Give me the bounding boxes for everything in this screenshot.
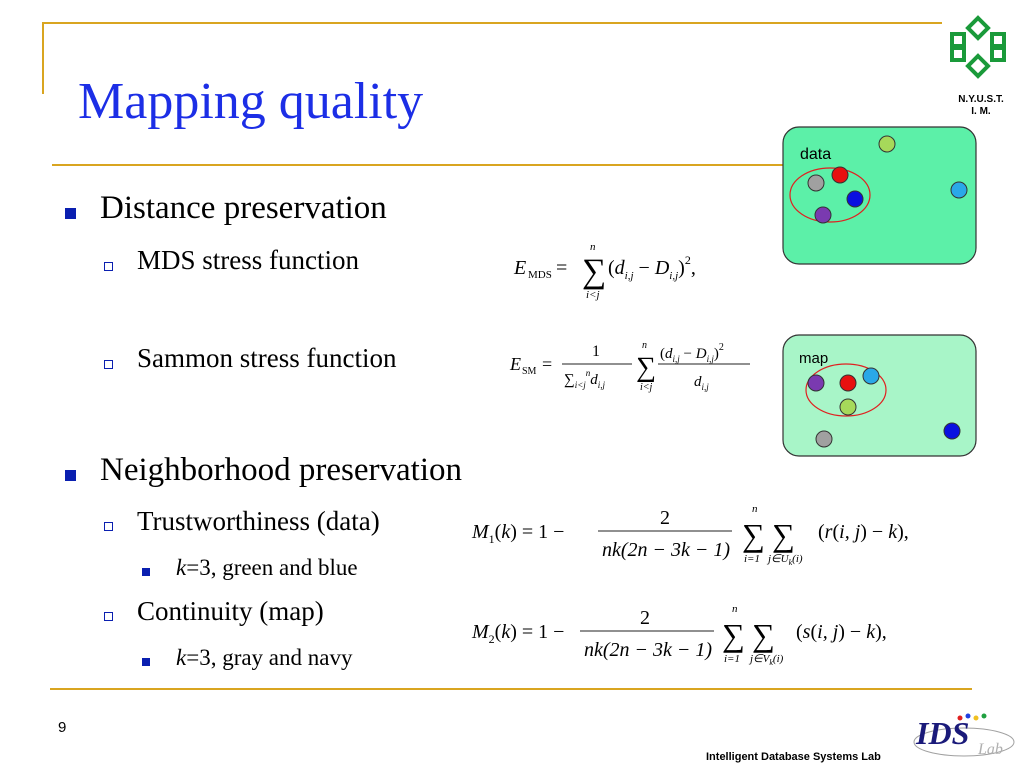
sub-bullet-marker [104,522,113,531]
purple-point [814,206,832,224]
neighborhood-ellipse [805,363,887,417]
bullet-distance-preservation: Distance preservation [100,190,387,226]
svg-text:Lab: Lab [977,741,1003,758]
svg-text:j∈Vk(i): j∈Vk(i) [748,653,784,667]
mds-formula: E MDS = ∑ n i<j (di,j − Di,j)2, [513,241,696,301]
svg-text:n: n [752,503,758,515]
svg-text:M2(k) = 1 −: M2(k) = 1 − [471,621,564,646]
svg-text:SM: SM [522,366,537,377]
blue-point [846,190,864,208]
left-rule [42,22,44,94]
svg-text:∑: ∑ [742,517,765,553]
svg-text:(r(i, j) − k),: (r(i, j) − k), [818,521,909,543]
svg-text:(di,j − Di,j)2: (di,j − Di,j)2 [660,342,724,364]
svg-text:i=1: i=1 [724,653,740,665]
continuity-formula: M2(k) = 1 − 2 nk(2n − 3k − 1) ∑ n i=1 ∑ … [471,603,887,667]
green-point [839,398,857,416]
bullet-mds: MDS stress function [137,245,359,275]
trustworthiness-formula: M1(k) = 1 − 2 nk(2n − 3k − 1) ∑ n i=1 ∑ … [471,503,909,567]
svg-text:i<j: i<j [640,382,653,393]
ids-lab-logo-icon: IDS Lab [913,713,1015,758]
svg-text:n: n [732,603,738,615]
svg-text:∑: ∑ [636,352,656,383]
svg-text:M1(k) = 1 −: M1(k) = 1 − [471,521,564,546]
svg-text:=: = [542,354,552,374]
cyan-point [950,181,968,199]
sammon-formula: E SM = 1 ∑i<jndi,j ∑ n i<j (di,j − Di,j)… [509,340,750,393]
sub-bullet-marker [104,262,113,271]
svg-text:∑: ∑ [772,517,795,553]
neighborhood-ellipse [789,167,871,223]
sub-sub-bullet-marker [142,658,150,666]
svg-text:1: 1 [592,343,600,360]
sub-bullet-marker [104,612,113,621]
data-space-box [782,126,977,265]
bullet-marker [65,208,76,219]
svg-text:∑: ∑ [582,253,606,290]
bullet-k3-gray-navy: k=3, gray and navy [176,645,353,670]
cyan-point [862,367,880,385]
sub-bullet-marker [104,360,113,369]
bullet-k3-green-blue: k=3, green and blue [176,555,358,580]
map-label: map [799,350,828,367]
bullet-continuity: Continuity (map) [137,596,324,626]
svg-text:E: E [509,354,521,374]
svg-text:MDS: MDS [528,269,552,281]
svg-text:i=1: i=1 [744,553,760,565]
svg-text:E: E [513,257,526,279]
svg-text:n: n [642,340,647,351]
green-point [878,135,896,153]
bottom-rule [50,688,972,690]
nyust-logo-text: N.Y.U.S.T. I. M. [958,94,1004,117]
gray-point [815,430,833,448]
bullet-trustworthiness: Trustworthiness (data) [137,506,380,536]
sub-sub-bullet-marker [142,568,150,576]
svg-text:n: n [590,241,596,253]
fraction-numerator: 2 [640,607,650,629]
svg-text:nk(2n − 3k − 1): nk(2n − 3k − 1) [602,539,730,561]
svg-text:j∈Uk(i): j∈Uk(i) [766,553,803,567]
svg-text:∑: ∑ [752,617,775,653]
svg-text:=: = [556,257,567,279]
svg-text:(s(i, j) − k),: (s(i, j) − k), [796,621,887,643]
data-label: data [800,146,831,163]
gray-point [807,174,825,192]
blue-point [943,422,961,440]
bullet-marker [65,470,76,481]
page-title: Mapping quality [78,73,424,130]
page-number: 9 [58,719,67,736]
svg-text:IDS: IDS [915,715,969,751]
svg-text:di,j: di,j [694,374,709,392]
fraction-numerator: 2 [660,507,670,529]
purple-point [807,374,825,392]
svg-text:(di,j − Di,j)2,: (di,j − Di,j)2, [608,253,696,282]
svg-text:∑: ∑ [722,617,745,653]
top-rule [42,22,942,24]
title-underline [52,164,787,166]
map-space-diagram: map [782,334,977,457]
k-variable: k [176,555,187,580]
footer-lab-name: Intelligent Database Systems Lab [706,751,881,763]
bullet-neighborhood-preservation: Neighborhood preservation [100,452,462,488]
data-space-diagram: data [782,126,977,265]
bullet-sammon: Sammon stress function [137,343,397,373]
nyust-logo-icon [950,15,1006,79]
svg-text:nk(2n − 3k − 1): nk(2n − 3k − 1) [584,639,712,661]
k-variable: k [176,645,187,670]
svg-text:∑i<jndi,j: ∑i<jndi,j [564,368,606,390]
red-point [839,374,857,392]
svg-text:i<j: i<j [586,289,600,301]
red-point [831,166,849,184]
